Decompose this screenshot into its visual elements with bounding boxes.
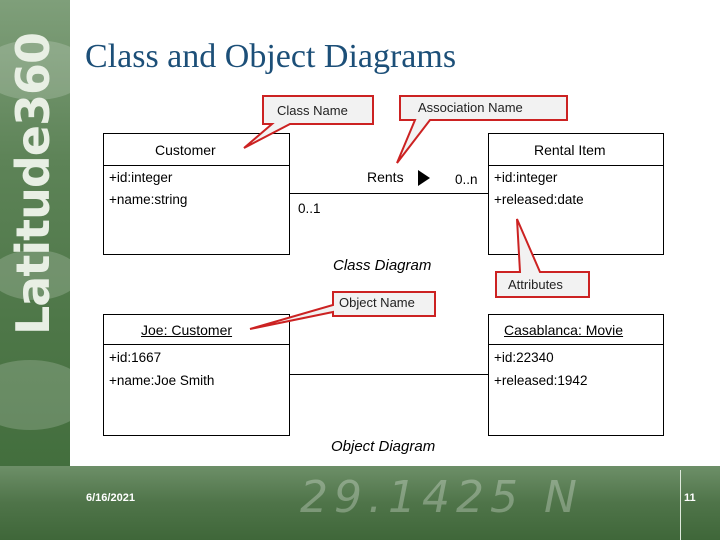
page-number: 11 — [684, 492, 696, 504]
footer-divider — [680, 470, 681, 540]
class-diagram-caption: Class Diagram — [333, 257, 432, 274]
joe-attribute-name: +name:Joe Smith — [109, 373, 215, 388]
attributes-callout — [495, 218, 590, 298]
casablanca-object-box — [488, 314, 664, 436]
joe-object-name: Joe: Customer — [141, 322, 233, 338]
attributes-callout-label: Attributes — [508, 277, 563, 292]
footer-banner: 29.1425 N — [0, 466, 720, 540]
association-name: Rents — [367, 169, 404, 185]
object-name-callout — [249, 291, 436, 330]
slide-title: Class and Object Diagrams — [85, 38, 457, 75]
joe-attribute-id: +id:1667 — [109, 350, 162, 365]
joe-object-box — [103, 314, 290, 436]
footer-coordinates: 29.1425 N — [300, 472, 583, 523]
triangle-right-icon — [418, 170, 430, 186]
sidebar-banner: Latitude360 — [0, 0, 70, 540]
association-name-callout — [396, 95, 568, 164]
multiplicity-left: 0..1 — [298, 201, 321, 216]
object-diagram-caption: Object Diagram — [331, 438, 436, 455]
casablanca-attribute-released: +released:1942 — [494, 373, 588, 388]
customer-attribute-name: +name:string — [109, 192, 188, 207]
casablanca-object-name: Casablanca: Movie — [504, 322, 624, 338]
casablanca-attribute-id: +id:22340 — [494, 350, 554, 365]
rental-item-attribute-id: +id:integer — [494, 170, 558, 185]
customer-attribute-id: +id:integer — [109, 170, 173, 185]
rental-item-attribute-released: +released:date — [494, 192, 584, 207]
association-name-callout-label: Association Name — [418, 100, 523, 115]
multiplicity-right: 0..n — [455, 172, 478, 187]
class-name-callout — [243, 95, 374, 149]
customer-class-box — [103, 133, 290, 255]
rental-item-class-name: Rental Item — [534, 142, 606, 158]
customer-class-name: Customer — [155, 142, 216, 158]
class-name-callout-label: Class Name — [277, 103, 348, 118]
object-name-callout-label: Object Name — [339, 295, 415, 310]
slide-date: 6/16/2021 — [86, 492, 135, 504]
